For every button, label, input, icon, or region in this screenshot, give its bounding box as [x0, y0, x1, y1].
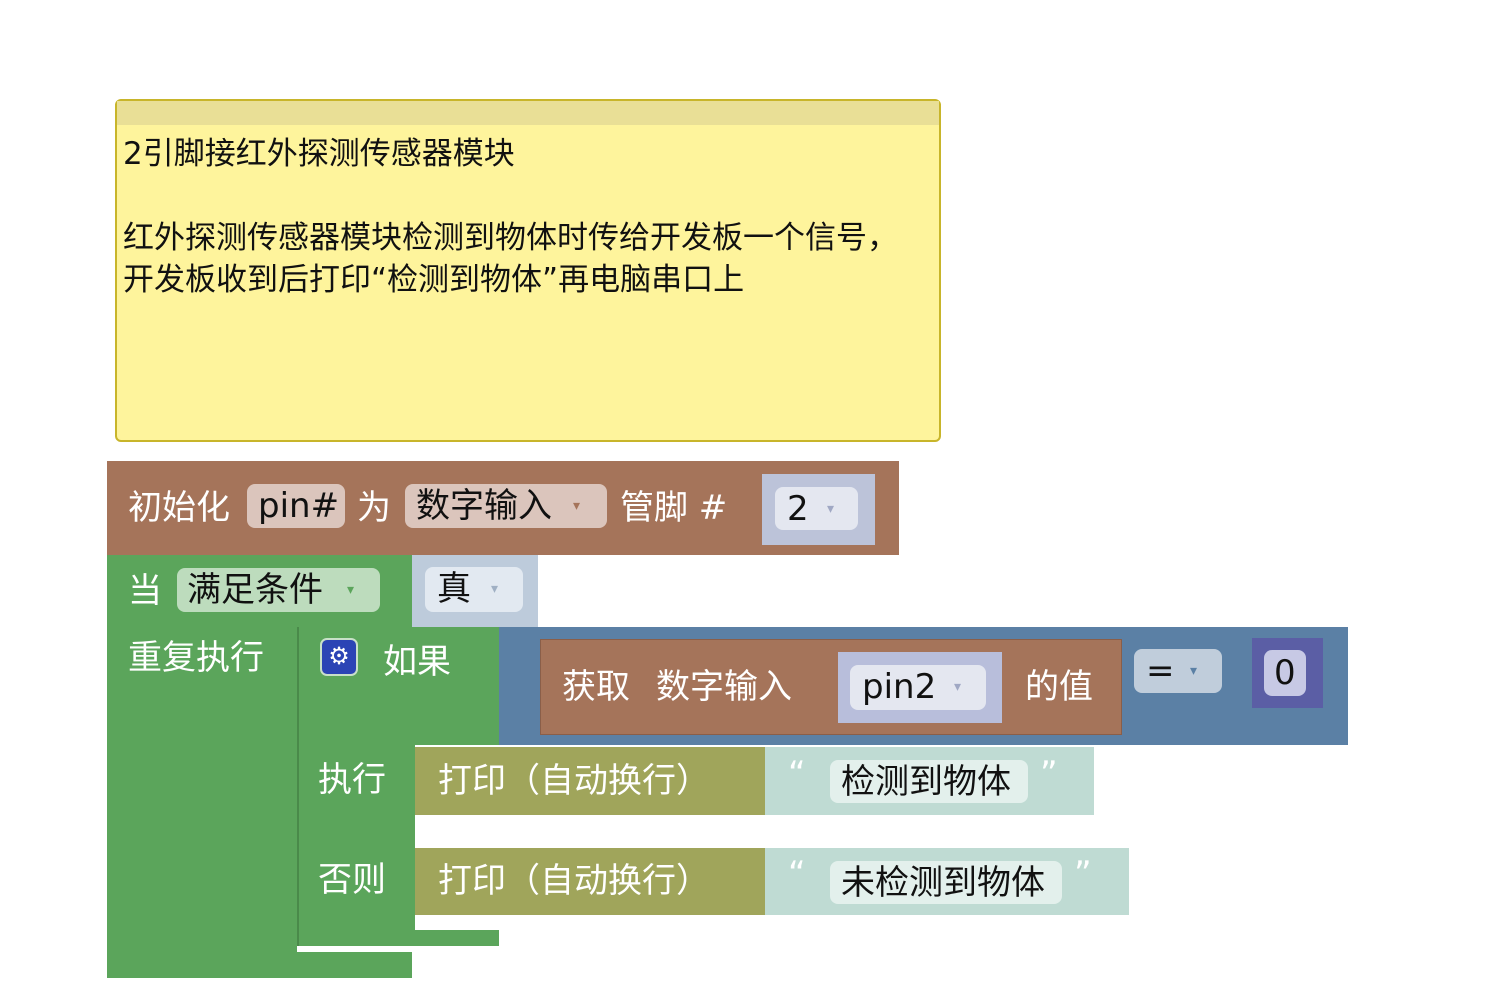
gear-icon[interactable]: ⚙ [320, 638, 358, 676]
chevron-down-icon: ▾ [347, 582, 355, 598]
loop-mode-dropdown[interactable]: 满足条件 ▾ [177, 568, 380, 612]
comment-note[interactable]: 2引脚接红外探测传感器模块 红外探测传感器模块检测到物体时传给开发板一个信号，开… [115, 99, 941, 442]
close-quote-icon: ” [1040, 754, 1058, 794]
if-bottom-arm [297, 930, 499, 946]
as-label: 为 [357, 488, 391, 528]
print-block-do[interactable] [415, 747, 765, 815]
boolean-dropdown[interactable]: 真 ▾ [425, 567, 523, 612]
pin-mode-dropdown[interactable]: 数字输入 ▾ [405, 484, 607, 528]
else-label: 否则 [318, 860, 386, 900]
do-label: 执行 [318, 760, 386, 800]
open-quote-icon: “ [788, 754, 806, 794]
print-label: 打印（自动换行） [438, 761, 710, 801]
text-field-else[interactable]: 未检测到物体 [830, 861, 1062, 904]
comment-header[interactable] [117, 101, 939, 125]
number-value: 0 [1274, 653, 1296, 693]
variable-field[interactable]: pin# [247, 484, 345, 528]
comment-text[interactable]: 2引脚接红外探测传感器模块 红外探测传感器模块检测到物体时传给开发板一个信号，开… [123, 136, 898, 298]
print-label: 打印（自动换行） [438, 861, 710, 901]
pin-label: 管脚 # [620, 488, 728, 528]
pin-number-dropdown[interactable]: 2 ▾ [775, 487, 858, 530]
chevron-down-icon: ▾ [573, 498, 581, 514]
text-value: 检测到物体 [841, 762, 1011, 802]
open-quote-icon: “ [788, 854, 806, 894]
text-value: 未检测到物体 [841, 863, 1045, 903]
chevron-down-icon: ▾ [491, 581, 499, 597]
operator-value: = [1146, 651, 1175, 691]
loop-body-arm [107, 627, 297, 953]
value-of-label: 的值 [1025, 667, 1093, 707]
get-label: 获取 [562, 667, 630, 707]
when-label: 当 [128, 571, 162, 611]
operator-dropdown[interactable]: = ▾ [1134, 649, 1222, 693]
repeat-label: 重复执行 [128, 638, 264, 678]
pin-mode-value: 数字输入 [416, 486, 552, 526]
pin-select-dropdown[interactable]: pin2 ▾ [850, 665, 986, 710]
chevron-down-icon: ▾ [827, 501, 835, 517]
boolean-value: 真 [437, 569, 471, 609]
chevron-down-icon: ▾ [1190, 663, 1198, 679]
number-field[interactable]: 0 [1264, 650, 1306, 696]
pin-select-value: pin2 [862, 667, 937, 707]
variable-name: pin# [258, 486, 340, 526]
loop-mode-value: 满足条件 [187, 570, 323, 610]
init-label: 初始化 [128, 488, 230, 528]
read-mode-label: 数字输入 [656, 667, 792, 707]
if-arm [297, 745, 415, 931]
pin-number-value: 2 [787, 489, 809, 529]
chevron-down-icon: ▾ [954, 679, 962, 695]
close-quote-icon: ” [1074, 854, 1092, 894]
loop-bottom-arm [107, 952, 412, 978]
digital-read-block[interactable] [540, 639, 1122, 735]
text-field-do[interactable]: 检测到物体 [830, 760, 1028, 803]
if-label: 如果 [383, 642, 451, 682]
print-block-else[interactable] [415, 848, 765, 915]
